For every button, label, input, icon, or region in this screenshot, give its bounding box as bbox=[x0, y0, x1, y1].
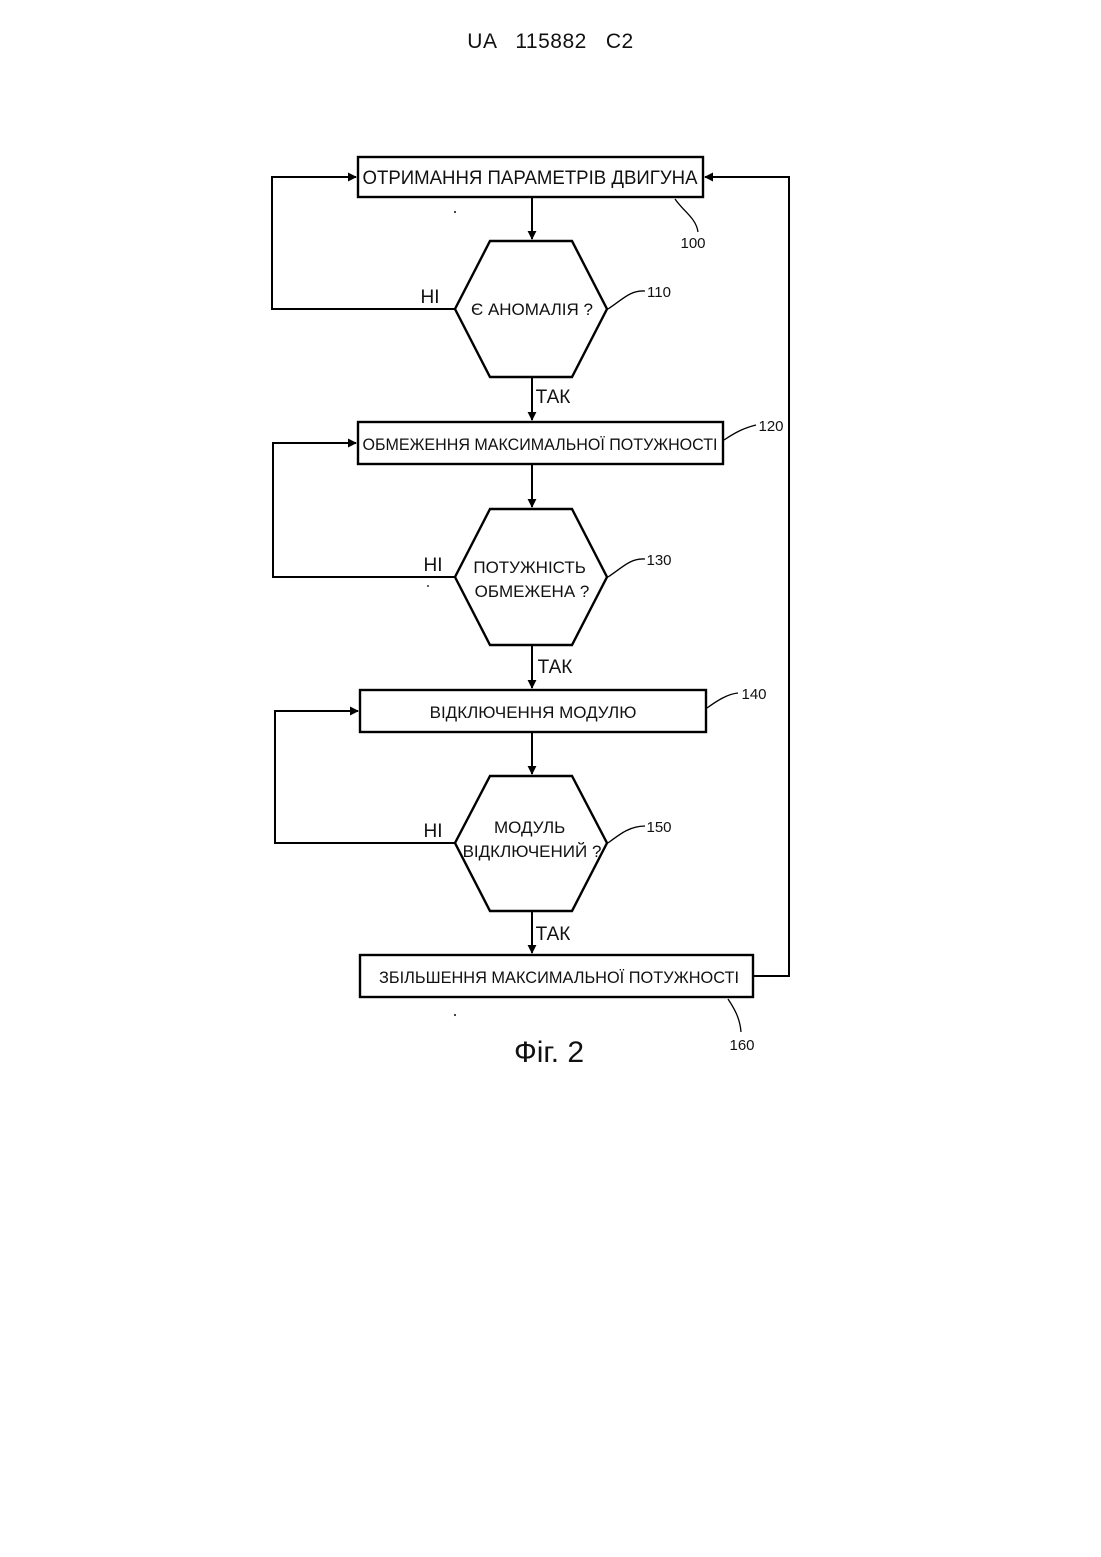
step-140-label: ВІДКЛЮЧЕННЯ МОДУЛЮ bbox=[430, 703, 637, 722]
decision-110-yes-label: ТАК bbox=[536, 387, 571, 408]
decision-110-leader bbox=[608, 291, 645, 309]
decision-150-yes-label: ТАК bbox=[536, 924, 571, 945]
scan-speck bbox=[427, 585, 429, 587]
decision-150-line-1: МОДУЛЬ bbox=[494, 818, 565, 837]
decision-130-box bbox=[455, 509, 607, 645]
decision-110-ref: 110 bbox=[647, 284, 671, 301]
step-160-label: ЗБІЛЬШЕННЯ МАКСИМАЛЬНОЇ ПОТУЖНОСТІ bbox=[379, 968, 739, 987]
scan-speck bbox=[454, 211, 456, 213]
decision-130-yes-label: ТАК bbox=[538, 657, 573, 678]
step-160-leader bbox=[728, 999, 741, 1032]
decision-130-line-2: ОБМЕЖЕНА ? bbox=[475, 582, 590, 601]
decision-150-no-label: НІ bbox=[424, 821, 443, 842]
step-100-leader bbox=[675, 199, 698, 232]
decision-130-ref: 130 bbox=[646, 552, 671, 569]
step-140-leader bbox=[707, 693, 738, 708]
decision-130-leader bbox=[608, 559, 645, 577]
decision-110-no-label: НІ bbox=[421, 287, 440, 308]
step-140-ref: 140 bbox=[741, 686, 766, 703]
decision-110-text: Є АНОМАЛІЯ ? bbox=[471, 300, 593, 319]
decision-150-ref: 150 bbox=[646, 819, 671, 836]
step-100-label: ОТРИМАННЯ ПАРАМЕТРІВ ДВИГУНА bbox=[363, 168, 698, 189]
loop-160-feedback bbox=[705, 177, 789, 976]
figure-caption: Фіг. 2 bbox=[514, 1036, 584, 1069]
decision-130-line-1: ПОТУЖНІСТЬ bbox=[473, 558, 586, 577]
step-120-label: ОБМЕЖЕННЯ МАКСИМАЛЬНОЇ ПОТУЖНОСТІ bbox=[363, 435, 718, 454]
decision-110-line-1: Є АНОМАЛІЯ ? bbox=[471, 300, 593, 319]
decision-130-no-label: НІ bbox=[424, 555, 443, 576]
step-120-ref: 120 bbox=[758, 418, 783, 435]
step-100-ref: 100 bbox=[680, 235, 705, 252]
decision-150-leader bbox=[608, 826, 645, 843]
step-120-leader bbox=[724, 425, 756, 440]
decision-150-line-2: ВІДКЛЮЧЕНИЙ ? bbox=[463, 842, 602, 861]
step-160-ref: 160 bbox=[729, 1037, 754, 1054]
scan-speck bbox=[454, 1014, 456, 1016]
